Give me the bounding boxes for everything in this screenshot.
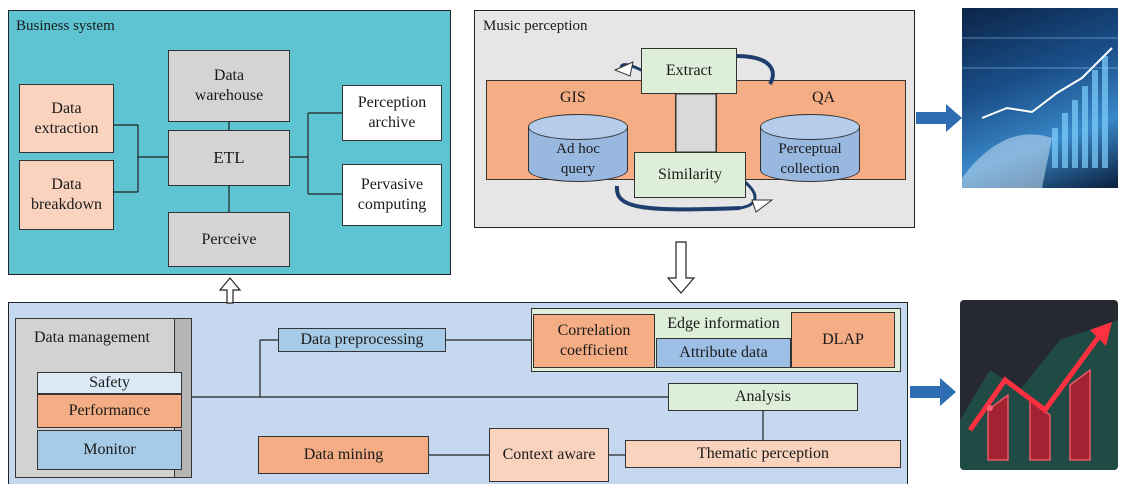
data-preprocessing-label: Data preprocessing	[300, 331, 424, 348]
etl-box: ETL	[168, 130, 290, 186]
analysis-box: Analysis	[668, 383, 858, 411]
correlation-coefficient-label: Correlation coefficient	[557, 322, 631, 359]
thematic-perception-label: Thematic perception	[697, 445, 829, 462]
context-aware-box: Context aware	[489, 428, 609, 482]
music-perception-title: Music perception	[483, 18, 588, 34]
perceptual-collection-label: Perceptual collection	[778, 141, 842, 177]
data-warehouse-label: Data warehouse	[194, 67, 264, 104]
dlap-box: DLAP	[791, 312, 895, 368]
extract-box: Extract	[641, 48, 737, 94]
business-system-title: Business system	[16, 18, 115, 34]
perception-archive-box: Perception archive	[342, 85, 442, 141]
pervasive-computing-box: Pervasive computing	[342, 164, 442, 226]
thematic-perception-box: Thematic perception	[625, 440, 901, 468]
similarity-label: Similarity	[658, 166, 722, 183]
perceive-label: Perceive	[201, 230, 257, 248]
perception-archive-label: Perception archive	[357, 94, 427, 131]
etl-label: ETL	[213, 148, 245, 168]
data-extraction-label: Data extraction	[34, 99, 99, 137]
extract-label: Extract	[665, 62, 713, 79]
similarity-box: Similarity	[634, 152, 746, 198]
safety-label: Safety	[89, 374, 130, 391]
pervasive-computing-label: Pervasive computing	[357, 176, 427, 213]
data-breakdown-label: Data breakdown	[30, 176, 103, 213]
correlation-coefficient-box: Correlation coefficient	[533, 314, 655, 368]
monitor-box: Monitor	[37, 430, 182, 470]
data-preprocessing-box: Data preprocessing	[278, 328, 446, 352]
growth-arrow-image	[960, 300, 1118, 470]
gis-label: GIS	[560, 89, 586, 106]
monitor-label: Monitor	[83, 441, 136, 458]
analysis-label: Analysis	[735, 388, 791, 405]
data-mining-box: Data mining	[258, 436, 429, 474]
finance-chart-graphic	[962, 37, 1118, 188]
attribute-data-label: Attribute data	[679, 344, 768, 361]
attribute-data-box: Attribute data	[656, 338, 791, 368]
qa-label: QA	[812, 89, 836, 106]
data-management-title: Data management	[34, 329, 150, 346]
growth-arrow-graphic	[960, 320, 1118, 470]
data-breakdown-box: Data breakdown	[19, 160, 114, 230]
safety-box: Safety	[37, 372, 182, 394]
dlap-label: DLAP	[822, 331, 864, 348]
data-warehouse-box: Data warehouse	[168, 50, 290, 122]
performance-label: Performance	[68, 402, 151, 419]
performance-box: Performance	[37, 394, 182, 428]
perceptual-collection-database: Perceptual collection	[760, 114, 860, 182]
perceive-box: Perceive	[168, 212, 290, 267]
finance-chart-image	[962, 8, 1118, 188]
ad-hoc-query-database: Ad hoc query	[528, 114, 628, 182]
context-aware-label: Context aware	[502, 446, 596, 463]
ad-hoc-query-label: Ad hoc query	[556, 141, 600, 177]
data-mining-label: Data mining	[303, 446, 384, 463]
edge-information-label: Edge information	[667, 315, 780, 332]
data-extraction-box: Data extraction	[19, 84, 114, 153]
